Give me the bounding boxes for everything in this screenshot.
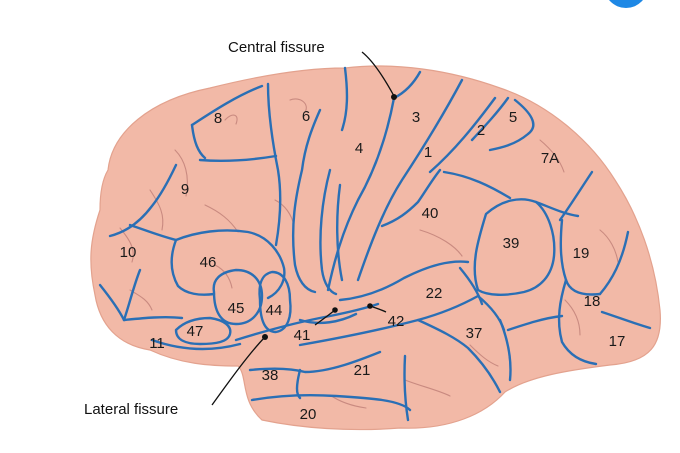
area-boundaries <box>98 66 652 422</box>
area-20-label: 20 <box>300 406 317 423</box>
circle-badge-icon <box>609 0 643 8</box>
area-47-label: 47 <box>187 323 204 340</box>
area-44-label: 44 <box>266 302 283 319</box>
area-18-label: 18 <box>584 293 601 310</box>
area-2-label: 2 <box>477 122 485 139</box>
area-41-dot <box>332 307 338 313</box>
central-fissure-leader <box>361 51 395 97</box>
area-21-label: 21 <box>354 362 371 379</box>
sulci-shading <box>119 98 619 409</box>
area-11-label: 11 <box>149 335 165 352</box>
area-42-dot <box>367 303 373 309</box>
brain-outline <box>90 65 662 431</box>
area-19-label: 19 <box>573 245 590 262</box>
area-1-label: 1 <box>424 144 432 161</box>
area-3-label: 3 <box>412 109 420 126</box>
area-5-label: 5 <box>509 109 517 126</box>
area-22-label: 22 <box>426 285 443 302</box>
lateral-fissure-label: Lateral fissure <box>84 401 178 418</box>
area-39-label: 39 <box>503 235 520 252</box>
area-37-label: 37 <box>466 325 483 342</box>
central-fissure-label: Central fissure <box>228 39 325 56</box>
area-40-label: 40 <box>422 205 439 222</box>
area-42-label: 42 <box>388 313 405 330</box>
area-10-label: 10 <box>120 244 137 261</box>
area-9-label: 9 <box>181 181 189 198</box>
area-45-label: 45 <box>228 300 245 317</box>
lateral-fissure-dot <box>262 334 268 340</box>
area-41-label: 41 <box>294 327 311 344</box>
area-8-label: 8 <box>214 110 222 127</box>
area-46-label: 46 <box>200 254 217 271</box>
central-fissure-dot <box>391 94 397 100</box>
area-7a-label: 7A <box>541 150 559 167</box>
area-38-label: 38 <box>262 367 279 384</box>
lateral-fissure-leader <box>211 337 265 406</box>
area-4-label: 4 <box>355 140 363 157</box>
area-17-label: 17 <box>609 333 626 350</box>
area-6-label: 6 <box>302 108 310 125</box>
